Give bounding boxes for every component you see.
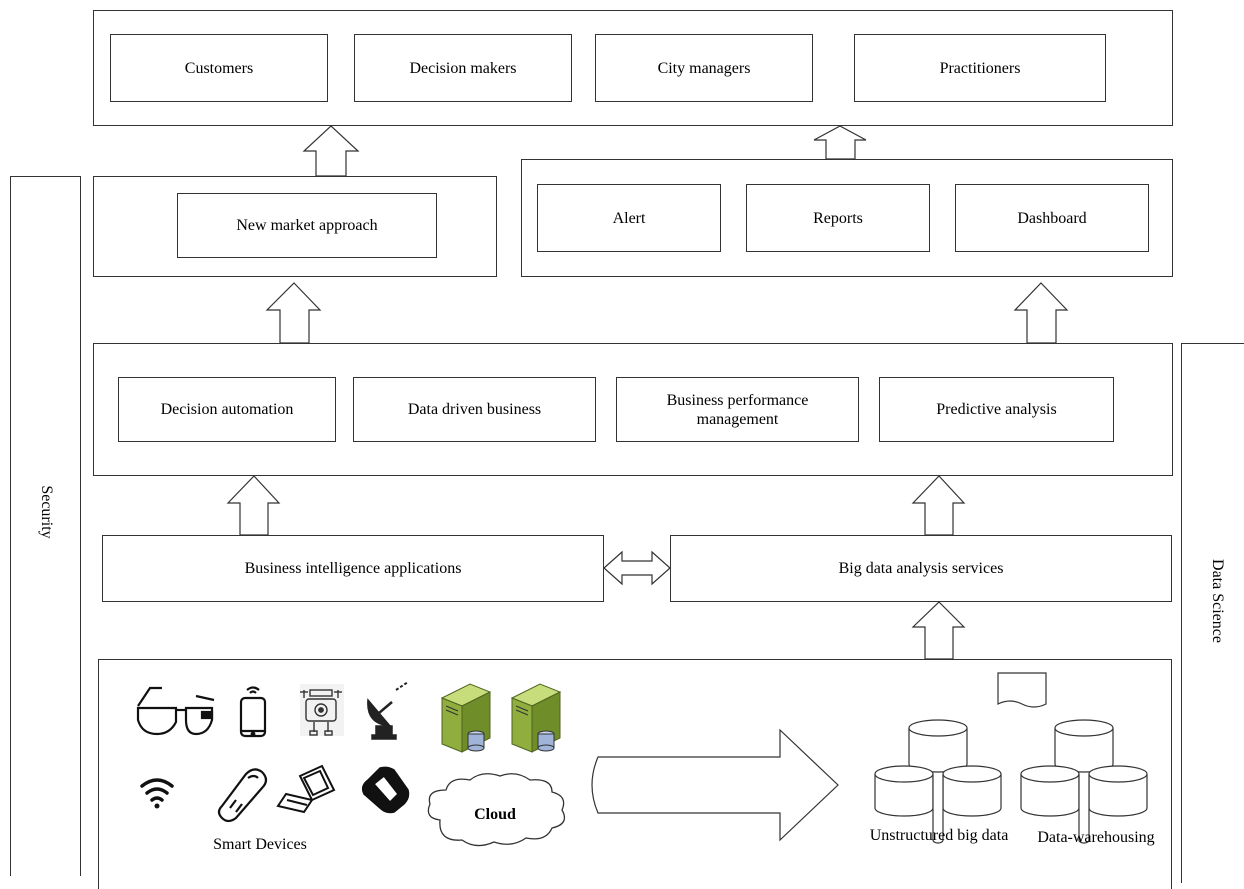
database-cluster-icon xyxy=(1020,719,1148,844)
smartwatch-icon xyxy=(361,766,410,814)
analytics-data-driven-business: Data driven business xyxy=(353,377,596,442)
business-intelligence-applications: Business intelligence applications xyxy=(102,535,604,602)
users-practitioners: Practitioners xyxy=(854,34,1106,102)
data-science-band xyxy=(1181,343,1244,883)
smartphone-icon xyxy=(239,686,267,738)
diagram-graphics xyxy=(136,125,1148,847)
robot-icon xyxy=(300,684,344,736)
arrow-bigdata-to-analytics xyxy=(911,475,966,536)
double-arrow-bi-bigdata xyxy=(603,550,671,586)
arrow-analytics-to-market xyxy=(265,282,322,344)
security-band xyxy=(10,176,81,876)
big-data-analysis-services: Big data analysis services xyxy=(670,535,1172,602)
unstructured-big-data-label: Unstructured big data xyxy=(869,826,1009,844)
arrow-outputs-to-users xyxy=(813,125,867,160)
analytics-business-performance-management: Business performance management xyxy=(616,377,859,442)
users-city-managers: City managers xyxy=(595,34,813,102)
arrow-bi-to-analytics xyxy=(226,475,281,536)
smart-devices-label: Smart Devices xyxy=(213,835,307,853)
output-reports: Reports xyxy=(746,184,930,252)
users-customers: Customers xyxy=(110,34,328,102)
analytics-predictive-analysis: Predictive analysis xyxy=(879,377,1114,442)
arrow-analytics-to-outputs xyxy=(1013,282,1069,344)
server-database-icon xyxy=(510,683,562,753)
wifi-icon xyxy=(140,778,174,809)
users-decision-makers: Decision makers xyxy=(354,34,572,102)
document-icon xyxy=(997,672,1047,708)
laptop-icon xyxy=(276,764,336,814)
database-cluster-icon xyxy=(874,719,1002,844)
analytics-decision-automation: Decision automation xyxy=(118,377,336,442)
data-warehousing-label: Data-warehousing xyxy=(1037,828,1155,846)
mobile-phone-icon xyxy=(217,768,268,823)
arrow-devices-to-storage xyxy=(591,728,839,842)
server-database-icon xyxy=(440,683,492,753)
cloud-label: Cloud xyxy=(474,805,516,823)
arrow-data-to-bigdata xyxy=(911,601,966,660)
cloud-icon xyxy=(427,773,566,847)
output-dashboard: Dashboard xyxy=(955,184,1149,252)
smart-glasses-icon xyxy=(136,686,215,736)
new-market-approach: New market approach xyxy=(177,193,437,258)
satellite-dish-icon xyxy=(367,681,409,740)
arrow-market-to-users xyxy=(302,125,360,177)
output-alert: Alert xyxy=(537,184,721,252)
